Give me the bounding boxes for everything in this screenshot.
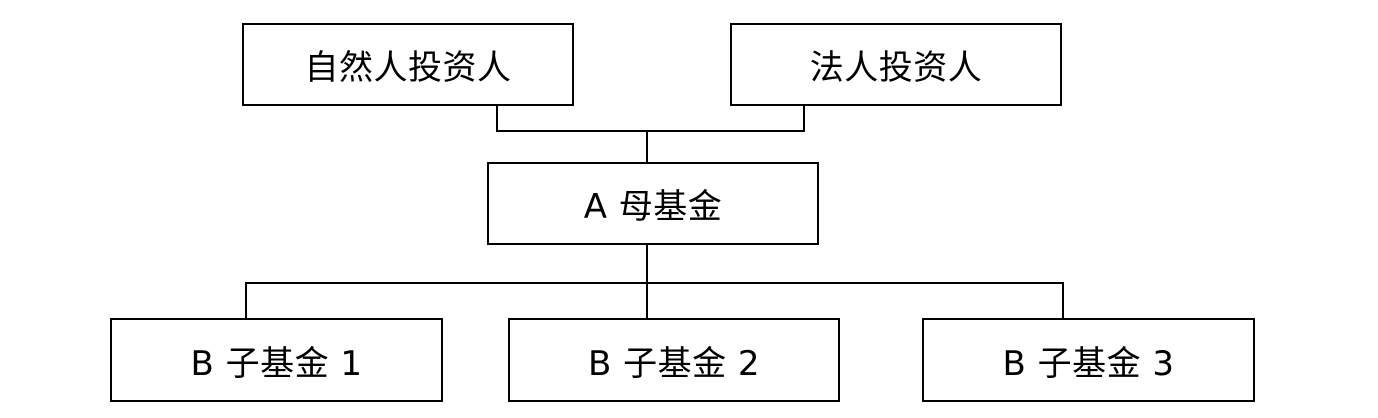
sub-fund-1-box: B 子基金 1 xyxy=(110,318,443,402)
sub-fund-1-label: B 子基金 1 xyxy=(190,343,363,384)
sub-fund-3-box: B 子基金 3 xyxy=(922,318,1255,402)
legal-person-investor-label: 法人投资人 xyxy=(809,48,983,88)
parent-fund-label: A 母基金 xyxy=(583,187,723,227)
sub-fund-3-label: B 子基金 3 xyxy=(1002,343,1175,384)
parent-fund-box: A 母基金 xyxy=(487,162,819,245)
legal-person-investor-box: 法人投资人 xyxy=(730,23,1062,106)
sub-fund-2-box: B 子基金 2 xyxy=(508,318,840,402)
natural-person-investor-box: 自然人投资人 xyxy=(242,23,574,106)
sub-fund-2-label: B 子基金 2 xyxy=(587,343,761,384)
natural-person-investor-label: 自然人投资人 xyxy=(304,48,512,88)
